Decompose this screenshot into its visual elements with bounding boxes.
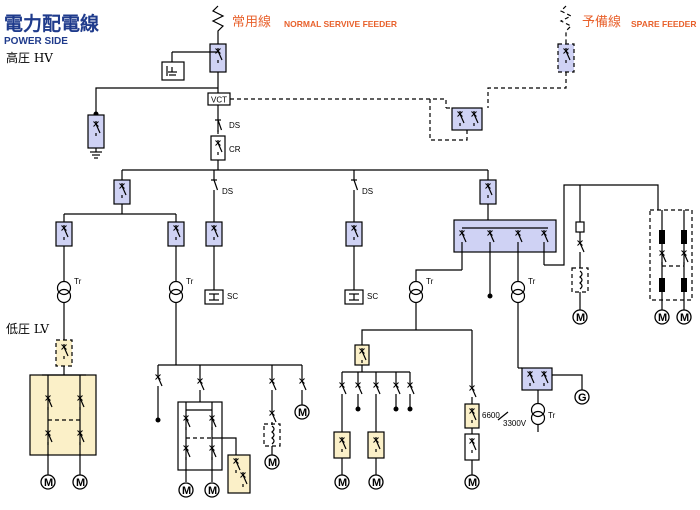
motor-icon xyxy=(464,474,480,490)
svg-text:M: M xyxy=(468,477,477,489)
spare-feeder-label: 予備線 SPARE FEEDER xyxy=(582,14,697,30)
svg-text:M: M xyxy=(182,485,191,497)
motor-icon xyxy=(676,309,692,325)
motor-icon xyxy=(334,474,350,490)
cr-box xyxy=(210,135,226,161)
motor-icon xyxy=(654,309,670,325)
tr-label-1: Tr xyxy=(74,277,82,286)
generator-panel xyxy=(521,367,553,391)
voltage-secondary: 3300V xyxy=(503,419,527,428)
motor-icon xyxy=(72,474,88,490)
svg-text:M: M xyxy=(658,312,667,324)
changeover-switch xyxy=(451,107,483,131)
motor-icon xyxy=(368,474,384,490)
spare-feeder-line xyxy=(487,5,575,108)
svg-text:M: M xyxy=(576,312,585,324)
svg-text:M: M xyxy=(208,485,217,497)
page-title: 電力配電線 xyxy=(4,12,99,35)
motor-icon xyxy=(204,482,220,498)
svg-text:G: G xyxy=(578,392,587,404)
motor-icon xyxy=(178,482,194,498)
spare-feeder-en: SPARE FEEDER xyxy=(631,19,697,29)
svg-text:M: M xyxy=(268,457,277,469)
svg-text:M: M xyxy=(76,477,85,489)
voltage-primary: 6600 xyxy=(482,411,500,420)
motor-icon xyxy=(294,404,310,420)
svg-text:M: M xyxy=(680,312,689,324)
ground-switch xyxy=(161,51,218,81)
tr-label-2: Tr xyxy=(186,277,194,286)
lv-panel-1 xyxy=(29,374,97,456)
lv-panel-2 xyxy=(177,401,223,471)
tr-label-3: Tr xyxy=(426,277,434,286)
lv-label: 低圧 LV xyxy=(6,322,49,336)
ds-label-2: DS xyxy=(222,187,233,196)
hv-switchboard-right xyxy=(453,219,557,253)
motor-icon xyxy=(572,309,588,325)
svg-text:M: M xyxy=(338,477,347,489)
normal-feeder-label: 常用線 NORMAL SERVIVE FEEDER xyxy=(232,14,397,30)
generator-icon xyxy=(574,389,590,405)
motor-icon xyxy=(40,474,56,490)
pt-box xyxy=(87,114,105,149)
sc-label-2: SC xyxy=(367,292,378,301)
tr-label-5: Tr xyxy=(548,411,556,420)
motor-icon xyxy=(264,454,280,470)
normal-feeder-jp: 常用線 xyxy=(232,14,271,30)
hv-label: 高圧 HV xyxy=(6,50,53,65)
starter-box xyxy=(227,454,251,494)
ds-label-main: DS xyxy=(229,121,240,130)
vct-label: VCT xyxy=(211,96,227,105)
cr-label: CR xyxy=(229,145,241,154)
svg-text:M: M xyxy=(372,477,381,489)
ds-label-3: DS xyxy=(362,187,373,196)
motor-starter-panel xyxy=(649,209,693,301)
normal-feeder-en: NORMAL SERVIVE FEEDER xyxy=(284,19,397,29)
sc-label-1: SC xyxy=(227,292,238,301)
tr-label-4: Tr xyxy=(528,277,536,286)
normal-feeder-line xyxy=(209,5,227,93)
svg-text:M: M xyxy=(44,477,53,489)
lv-breaker-box-1 xyxy=(55,339,73,367)
spare-feeder-jp: 予備線 xyxy=(582,14,621,30)
page-subtitle: POWER SIDE xyxy=(4,36,68,47)
svg-text:M: M xyxy=(298,407,307,419)
